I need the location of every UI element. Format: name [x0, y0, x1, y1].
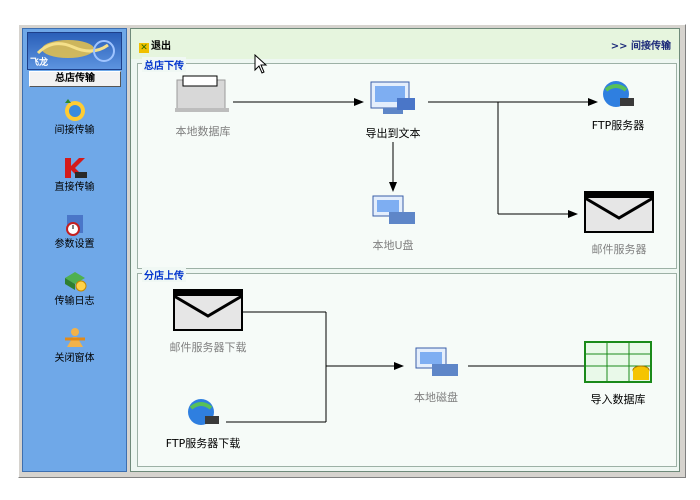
- export-text-label: 导出到文本: [365, 127, 421, 140]
- local-database-label: 本地数据库: [175, 125, 231, 138]
- exit-icon: ✕: [139, 43, 149, 53]
- logo-text: 飞龙: [30, 58, 49, 68]
- globe-transfer-icon: [61, 97, 89, 123]
- upload-group: 总店下传 本地数据库 导出到文本: [137, 57, 677, 269]
- export-computer-icon: [358, 78, 428, 121]
- ftp-server-label: FTP服务器: [591, 119, 645, 132]
- ftp-globe-icon: [578, 76, 658, 113]
- mail-server-label: 邮件服务器: [591, 243, 647, 256]
- export-text-node[interactable]: 导出到文本: [358, 78, 428, 141]
- direct-transfer-icon: [61, 154, 89, 180]
- download-flow-lines: [226, 311, 598, 423]
- import-database-node[interactable]: 导入数据库: [578, 340, 658, 407]
- local-database-node[interactable]: 本地数据库: [168, 74, 238, 139]
- sidebar-section-title: 总店传输: [29, 71, 121, 87]
- upload-flow-lines: [233, 98, 598, 218]
- mouse-cursor-icon: [254, 54, 268, 74]
- top-toolbar: ✕退出 >> 间接传输: [131, 29, 679, 59]
- main-panel: ✕退出 >> 间接传输 总店下传 本地数据库 导出到文本: [130, 28, 680, 472]
- local-disk-label: 本地磁盘: [414, 391, 458, 404]
- u-disk-computer-icon: [358, 190, 428, 233]
- upload-group-title: 总店下传: [142, 57, 186, 72]
- download-group-title: 分店上传: [142, 267, 186, 282]
- local-u-disk-node[interactable]: 本地U盘: [358, 190, 428, 253]
- sidebar-item-label: 直接传输: [54, 182, 95, 193]
- ftp-download-node[interactable]: FTP服务器下载: [158, 394, 248, 451]
- local-disk-computer-icon: [396, 342, 476, 385]
- log-icon: [61, 268, 89, 294]
- settings-clock-icon: [61, 211, 89, 237]
- sidebar-item-direct-transfer[interactable]: 直接传输: [23, 148, 126, 204]
- exit-button[interactable]: ✕退出: [139, 37, 171, 53]
- sidebar-item-indirect-transfer[interactable]: 间接传输: [23, 91, 126, 147]
- local-u-disk-label: 本地U盘: [372, 239, 414, 252]
- sidebar-item-label: 关闭窗体: [54, 353, 95, 364]
- local-disk-node[interactable]: 本地磁盘: [396, 342, 476, 405]
- mail-download-node[interactable]: 邮件服务器下载: [158, 288, 258, 355]
- sidebar-item-label: 参数设置: [54, 239, 95, 250]
- ftp-globe-icon: [158, 394, 248, 431]
- indirect-transfer-link[interactable]: >> 间接传输: [610, 41, 671, 52]
- database-table-icon: [578, 340, 658, 387]
- download-group: 分店上传 邮件服务器下载 FTP服务器下载 本地磁盘: [137, 267, 677, 467]
- close-window-icon: [61, 325, 89, 351]
- ftp-server-node[interactable]: FTP服务器: [578, 76, 658, 133]
- sidebar-item-label: 传输日志: [54, 296, 95, 307]
- mail-download-label: 邮件服务器下载: [169, 341, 247, 354]
- sidebar-item-settings[interactable]: 参数设置: [23, 205, 126, 261]
- app-logo: 飞龙: [27, 32, 122, 70]
- exit-label: 退出: [151, 41, 171, 52]
- ftp-download-label: FTP服务器下载: [165, 437, 241, 450]
- envelope-icon: [158, 288, 258, 335]
- sidebar-item-transfer-log[interactable]: 传输日志: [23, 262, 126, 318]
- envelope-icon: [574, 190, 664, 237]
- sidebar-item-label: 间接传输: [54, 125, 95, 136]
- sidebar: 飞龙 总店传输 间接传输 直接传输 参数设置 传输日志 关闭窗体: [22, 28, 127, 472]
- dragon-logo-icon: [36, 40, 115, 62]
- laptop-icon: [168, 74, 238, 119]
- import-database-label: 导入数据库: [590, 393, 646, 406]
- sidebar-item-close-window[interactable]: 关闭窗体: [23, 319, 126, 375]
- mail-server-node[interactable]: 邮件服务器: [574, 190, 664, 257]
